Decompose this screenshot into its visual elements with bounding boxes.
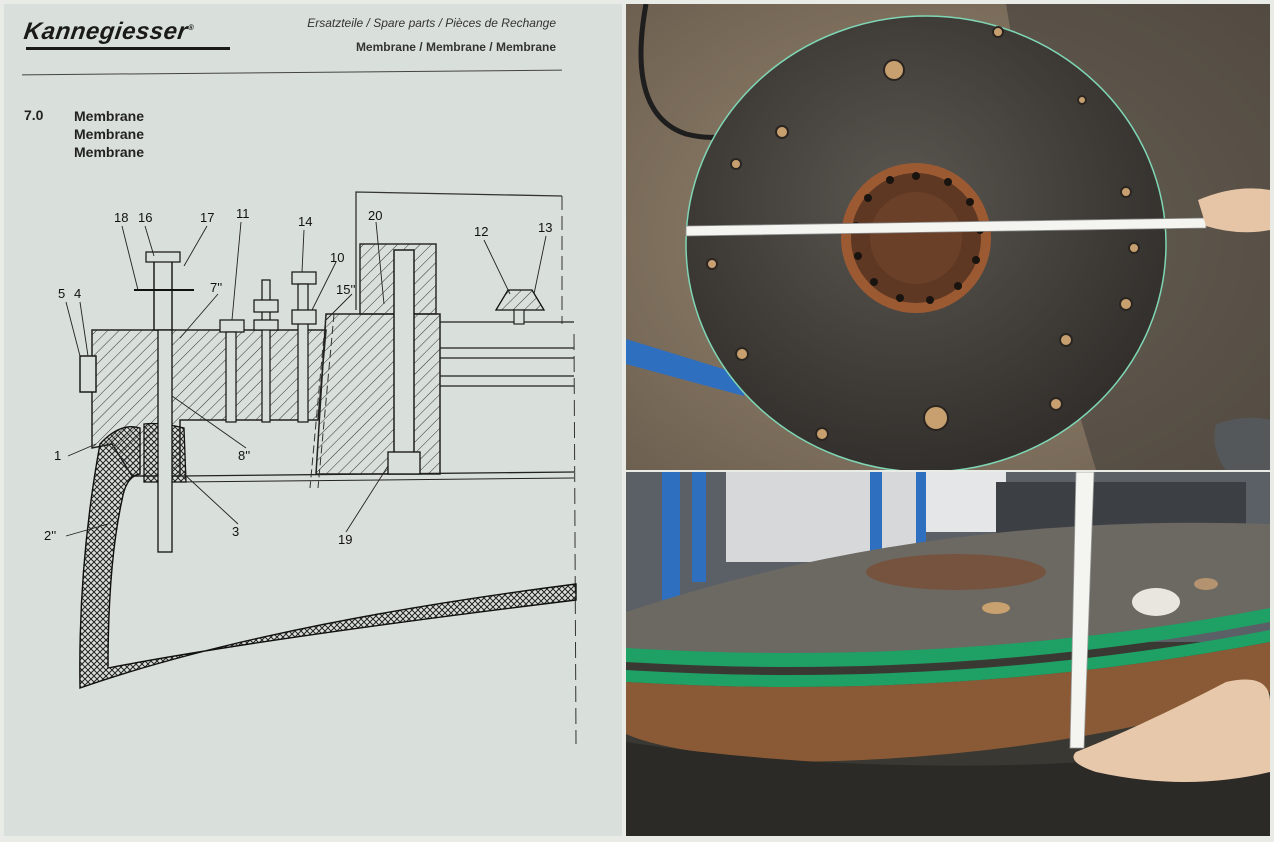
callout-20: 20 — [368, 208, 382, 223]
callout-11: 11 — [236, 206, 250, 221]
callout-14: 14 — [298, 214, 312, 229]
section-number: 7.0 — [24, 107, 44, 123]
technical-drawing: 18 16 17 11 14 10 15'' 20 12 13 5 4 7'' … — [44, 191, 577, 745]
page-header: Ersatzteile / Spare parts / Pièces de Re… — [307, 16, 556, 54]
section-title-fr: Membrane — [74, 144, 145, 160]
callout-8: 8'' — [238, 448, 250, 463]
callout-13: 13 — [538, 220, 552, 235]
section-title-en: Membrane — [74, 126, 145, 142]
header-languages: Ersatzteile / Spare parts / Pièces de Re… — [307, 16, 556, 30]
callout-10: 10 — [330, 250, 344, 265]
callout-4: 4 — [74, 286, 81, 301]
section-title-de: Membrane — [74, 108, 145, 124]
plate-edge-with-green-seals-icon — [626, 472, 1270, 836]
callout-15: 15'' — [336, 282, 355, 297]
callout-18: 18 — [114, 210, 128, 225]
logo-underline — [26, 47, 230, 50]
callout-7: 7'' — [210, 280, 222, 295]
callout-3: 3 — [232, 524, 239, 539]
round-steel-plate-measured-icon — [626, 4, 1270, 470]
callout-5: 5 — [58, 286, 65, 301]
callout-19: 19 — [338, 532, 352, 547]
header-section: Membrane / Membrane / Membrane — [355, 40, 556, 54]
callout-2: 2'' — [44, 528, 56, 543]
callout-16: 16 — [138, 210, 152, 225]
section-titles: Membrane Membrane Membrane — [74, 107, 144, 161]
callout-17: 17 — [200, 210, 214, 225]
callout-12: 12 — [474, 224, 488, 239]
catalogue-page: Kannegiesser® Ersatzteile / Spare parts … — [4, 4, 622, 836]
callout-1: 1 — [54, 448, 61, 463]
